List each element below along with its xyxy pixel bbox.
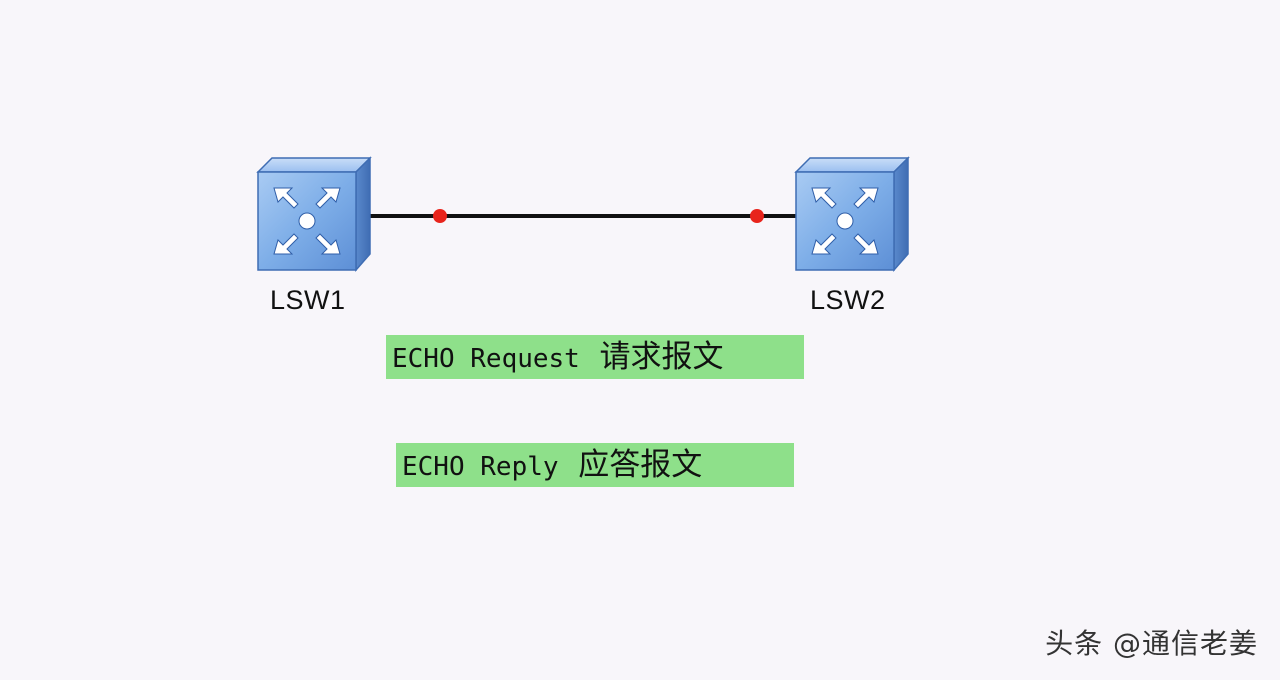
device-label-lsw2: LSW2 <box>810 285 886 315</box>
switch-lsw2-icon[interactable] <box>795 157 909 271</box>
device-label-lsw1: LSW1 <box>270 285 346 315</box>
echo-reply-label: ECHO Reply 应答报文 <box>396 443 794 487</box>
port-dot-lsw2 <box>750 209 764 223</box>
echo-request-cn: 请求报文 <box>599 339 724 375</box>
port-dot-lsw1 <box>433 209 447 223</box>
echo-request-en: ECHO Request <box>392 344 580 374</box>
switch-lsw1-icon[interactable] <box>257 157 371 271</box>
watermark: 头条 @通信老姜 <box>1045 627 1258 660</box>
echo-request-label: ECHO Request 请求报文 <box>386 335 804 379</box>
echo-reply-cn: 应答报文 <box>578 447 703 483</box>
echo-reply-en: ECHO Reply <box>402 452 559 482</box>
